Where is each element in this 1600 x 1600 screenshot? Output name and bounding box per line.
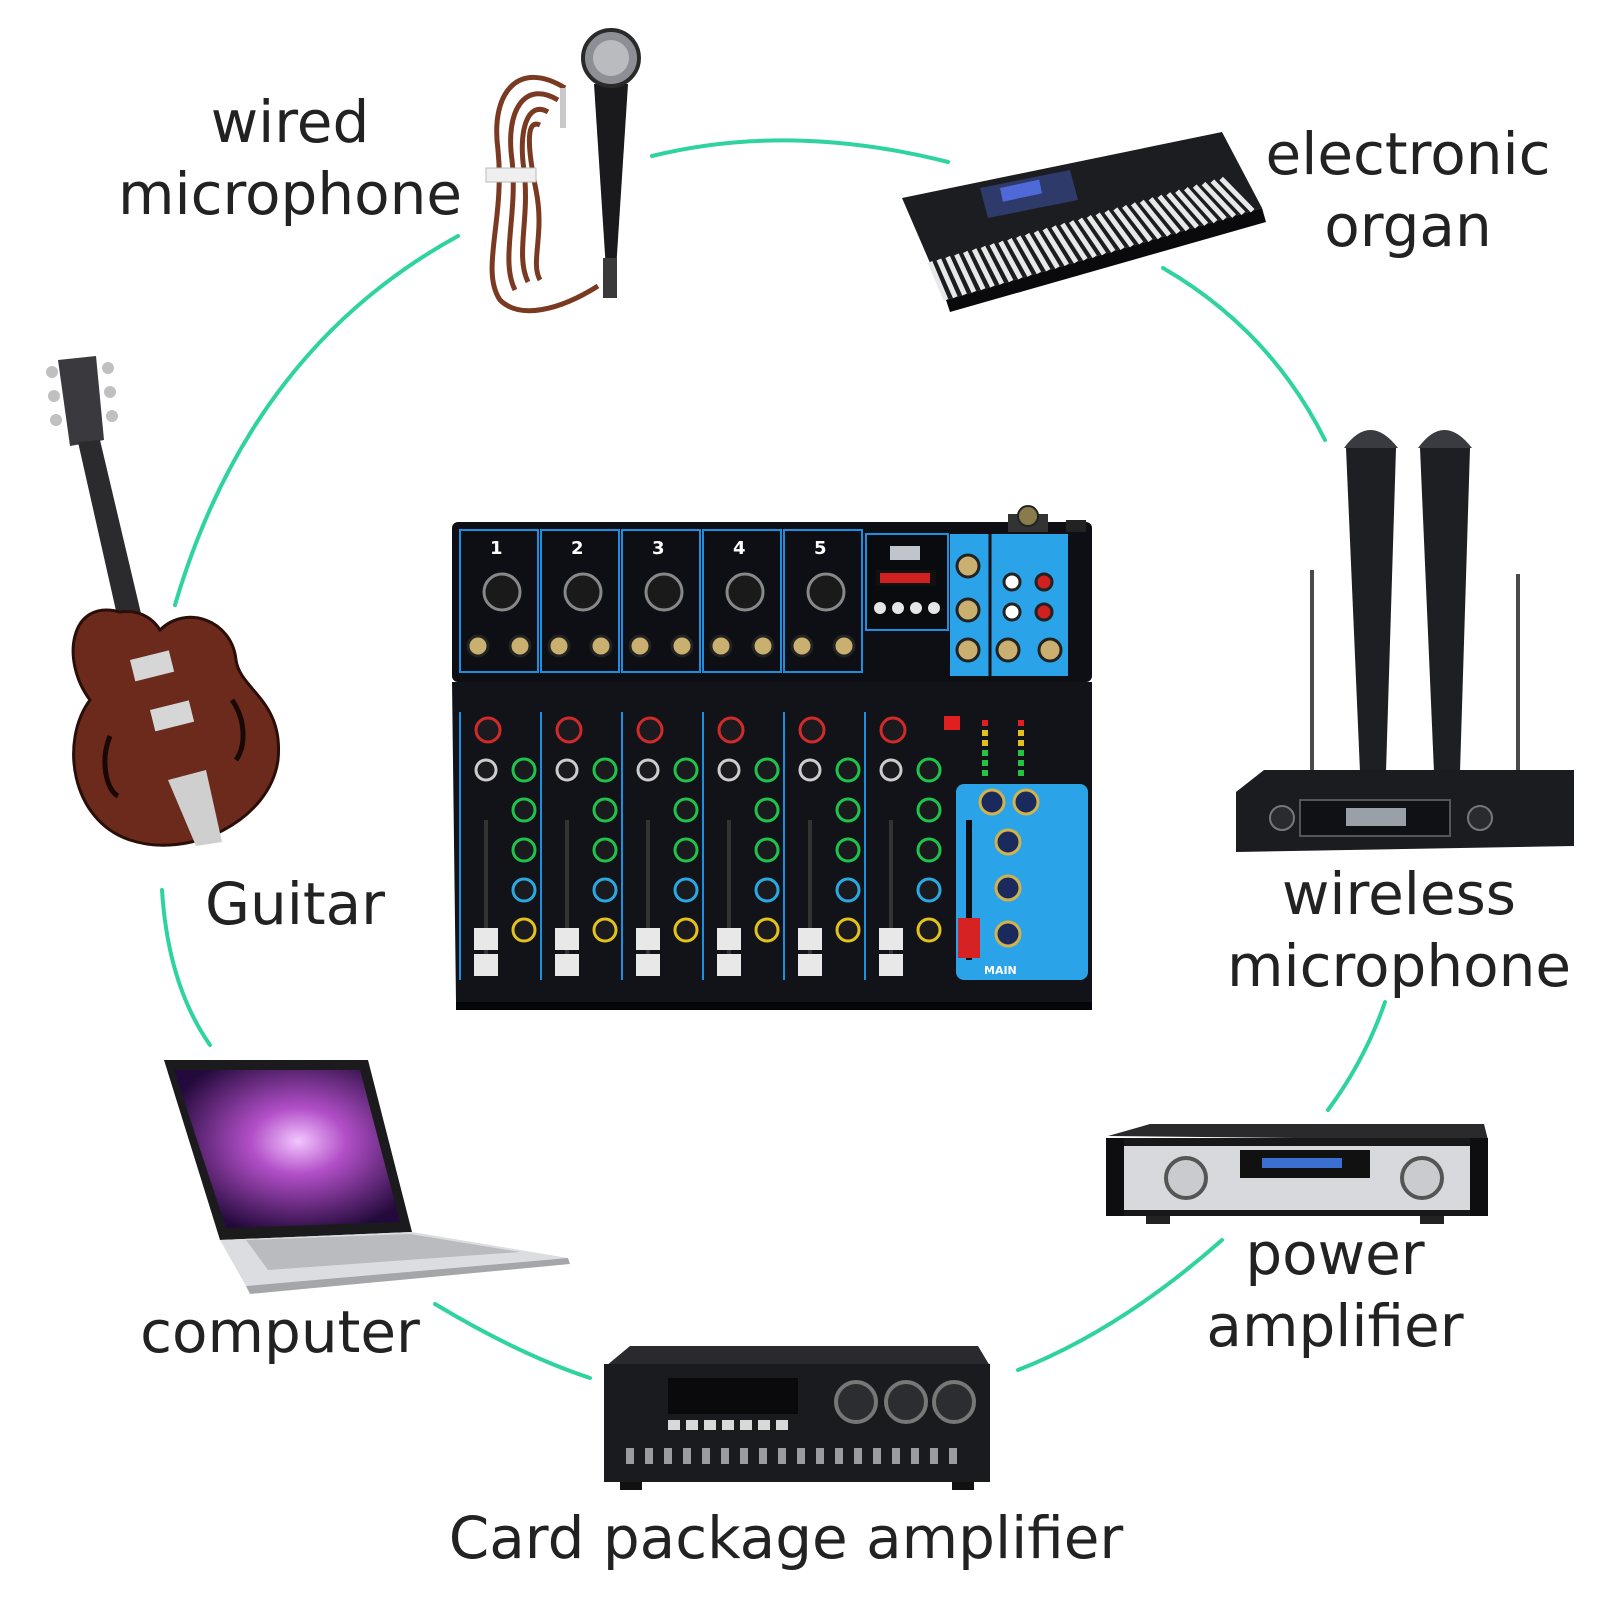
mixer-channel-number: 5 [814, 538, 827, 559]
label-guitar: Guitar [205, 870, 385, 938]
ring-arc-organ-wireless [1161, 266, 1327, 442]
ring-arc-guitar-mic [173, 234, 460, 607]
mixer-channel-number: 2 [571, 538, 584, 559]
label-card-package-amplifier: Card package amplifier [448, 1504, 1124, 1572]
ring-arc-power-card [1016, 1238, 1224, 1372]
label-wireless-microphone: wireless microphone [1226, 860, 1572, 1000]
mixer-channel-number: 4 [733, 538, 746, 559]
mixer-channel-number: 1 [490, 538, 503, 559]
label-computer: computer [140, 1298, 420, 1366]
mixer-main-label: MAIN [984, 964, 1017, 977]
ring-arc-computer-guitar [160, 888, 212, 1047]
label-wired-microphone: wired microphone [117, 88, 463, 228]
ring-arc-card-computer [433, 1302, 592, 1380]
ring-arc-mic-organ [650, 138, 950, 164]
mixer-channel-number: 3 [652, 538, 665, 559]
ring-arc-wireless-power [1326, 1000, 1387, 1112]
label-electronic-organ: electronic organ [1265, 120, 1551, 260]
label-power-amplifier: power amplifier [1206, 1220, 1464, 1360]
